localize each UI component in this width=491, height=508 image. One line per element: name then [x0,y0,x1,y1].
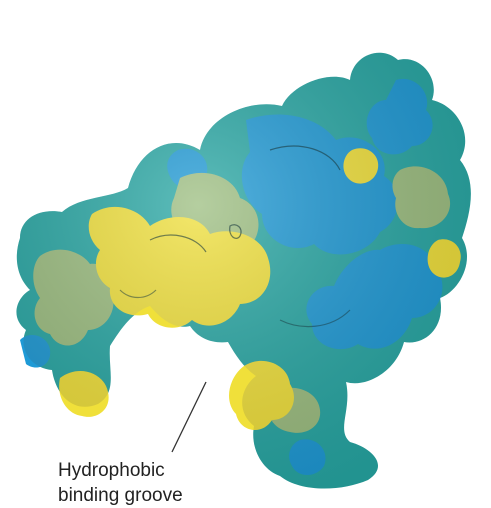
surface-contour-2 [149,234,207,253]
surface-contour-3 [229,224,242,239]
surface-contour-1 [269,145,341,171]
annotation-leader-line [171,381,207,453]
surface-contour-4 [279,309,351,328]
annotation-line-2: binding groove [58,485,183,506]
surface-shading [16,52,471,489]
surface-contour-5 [119,289,157,299]
annotation-label: Hydrophobic binding groove [58,458,183,508]
annotation-line-1: Hydrophobic [58,460,165,481]
